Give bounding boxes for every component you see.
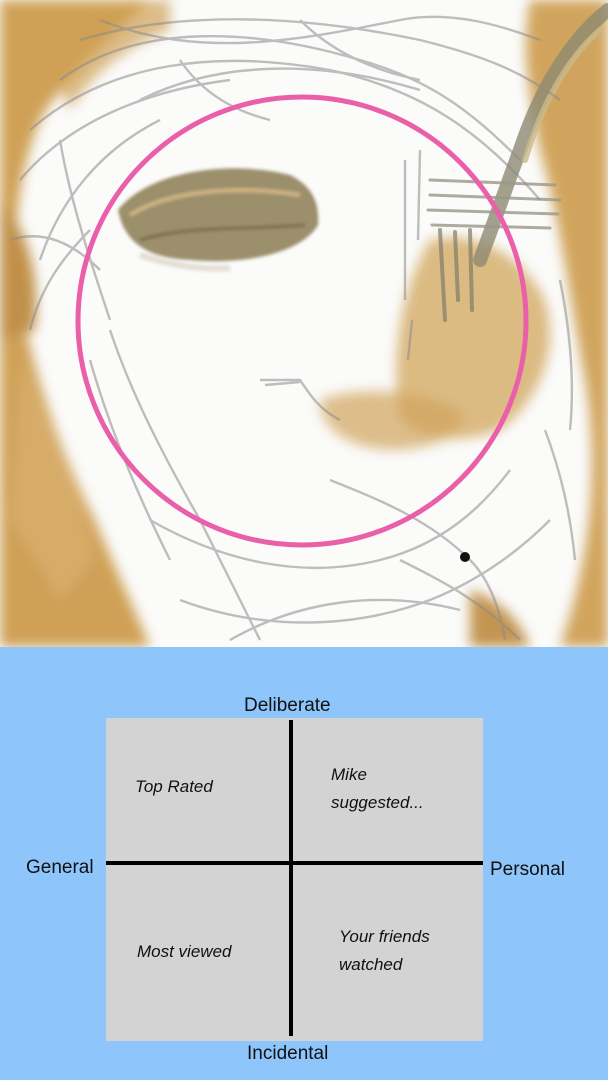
highlight-circle [75,94,529,548]
quadrant-label-top-right-line2: suggested... [331,793,424,812]
quadrant-label-top-right: Mike suggested... [331,761,424,817]
quadrant-area [106,718,483,1041]
diagram-panel: Deliberate Incidental General Personal T… [0,647,608,1080]
quadrant-label-top-right-line1: Mike [331,765,367,784]
pencil-scribbles [9,15,577,642]
axis-label-right: Personal [490,859,565,880]
axis-label-top: Deliberate [244,695,331,716]
axis-label-left: General [26,857,94,878]
hair-strands-right [426,3,608,322]
eye-brush-stroke [118,168,319,272]
face-sketch-drawing [0,0,608,647]
quadrant-label-top-left: Top Rated [135,777,213,796]
pen-dot [460,552,470,562]
axis-label-bottom: Incidental [247,1043,329,1064]
hair-paint-right [320,0,608,647]
quadrant-label-bottom-left: Most viewed [137,942,232,961]
quadrant-label-bottom-right-line2: watched [339,955,403,974]
quadrant-diagram [106,718,483,1041]
quadrant-label-bottom-right-line1: Your friends [339,927,430,946]
quadrant-label-bottom-right: Your friends watched [339,923,430,979]
